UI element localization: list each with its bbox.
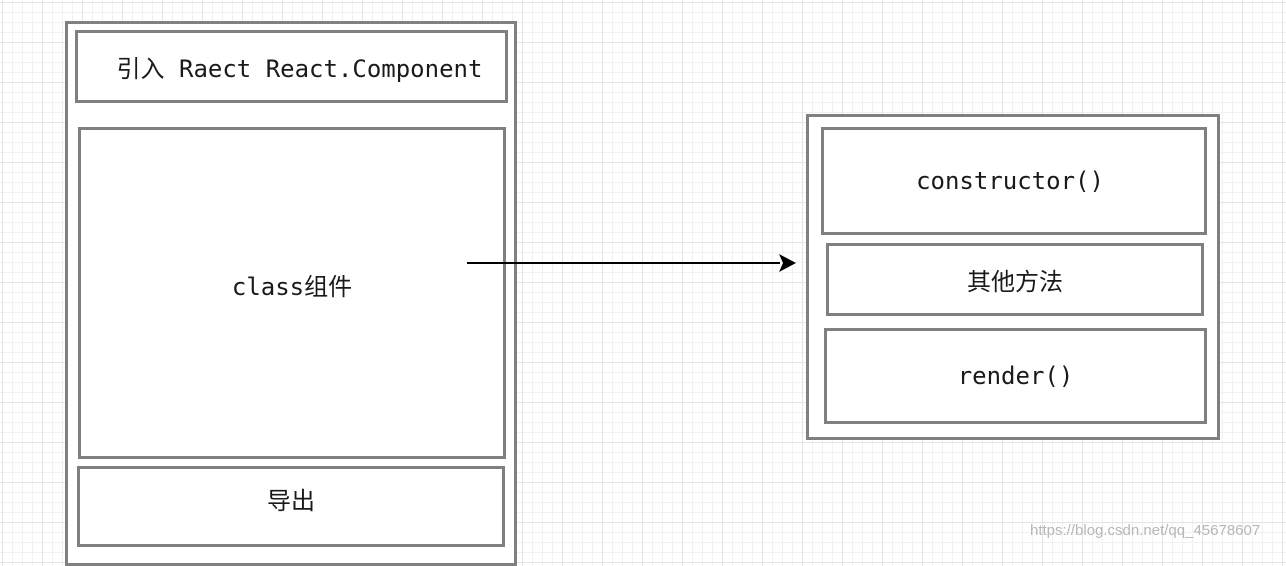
class-component-label: class组件 xyxy=(231,272,353,301)
class-component-box: class组件 xyxy=(78,127,506,459)
import-label: 引入 Raect React.Component xyxy=(116,55,483,83)
import-box: 引入 Raect React.Component xyxy=(75,30,508,103)
constructor-label: constructor() xyxy=(916,167,1104,195)
other-methods-label: 其他方法 xyxy=(967,268,1063,296)
connector-arrow xyxy=(467,254,796,272)
export-box: 导出 xyxy=(77,466,505,547)
constructor-box: constructor() xyxy=(821,127,1207,235)
watermark-text: https://blog.csdn.net/qq_45678607 xyxy=(1030,522,1261,539)
render-box: render() xyxy=(824,328,1207,424)
other-methods-box: 其他方法 xyxy=(826,243,1204,316)
render-label: render() xyxy=(957,362,1074,390)
export-label: 导出 xyxy=(267,486,315,515)
arrow-head-icon xyxy=(779,254,796,272)
